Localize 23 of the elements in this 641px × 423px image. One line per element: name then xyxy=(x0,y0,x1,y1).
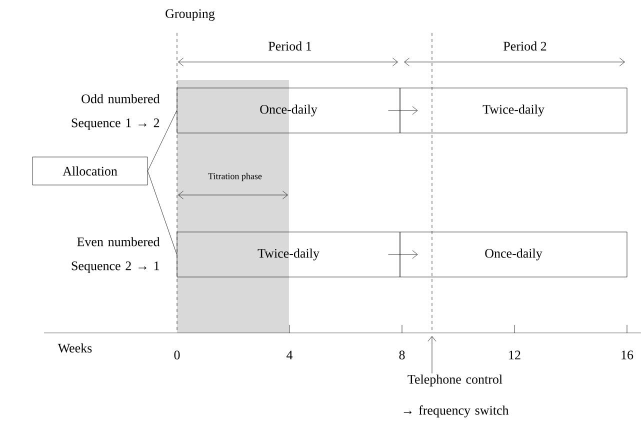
sequence-label: Odd numbered Sequence 1 → 2 xyxy=(72,94,160,130)
tick-label: 4 xyxy=(286,350,293,360)
connector-line xyxy=(148,170,177,255)
connector-line xyxy=(148,110,177,172)
arrow xyxy=(428,336,436,374)
phase-label: Titration phase xyxy=(208,172,262,182)
sequence-label: Even numbered Sequence 2 → 1 xyxy=(72,237,160,273)
period-label: Period 1 xyxy=(268,41,312,51)
treatment-bar: Once-daily xyxy=(400,232,628,278)
treatment-bar: Twice-daily xyxy=(176,232,400,278)
treatment-bar: Once-daily xyxy=(176,88,400,134)
heading-label: Grouping xyxy=(166,9,215,21)
tick-label: 0 xyxy=(174,350,180,360)
tick-label: 16 xyxy=(622,350,634,360)
treatment-bar: Twice-daily xyxy=(400,88,628,134)
allocation-box: Allocation xyxy=(32,156,148,186)
arrow xyxy=(388,250,418,259)
arrow xyxy=(388,106,418,115)
annotation-text: Telephone control → frequency switch xyxy=(404,374,509,418)
axis-title: Weeks xyxy=(58,343,92,353)
tick-label: 8 xyxy=(399,350,405,360)
tick-label: 12 xyxy=(509,350,520,360)
period-label: Period 2 xyxy=(504,41,546,51)
